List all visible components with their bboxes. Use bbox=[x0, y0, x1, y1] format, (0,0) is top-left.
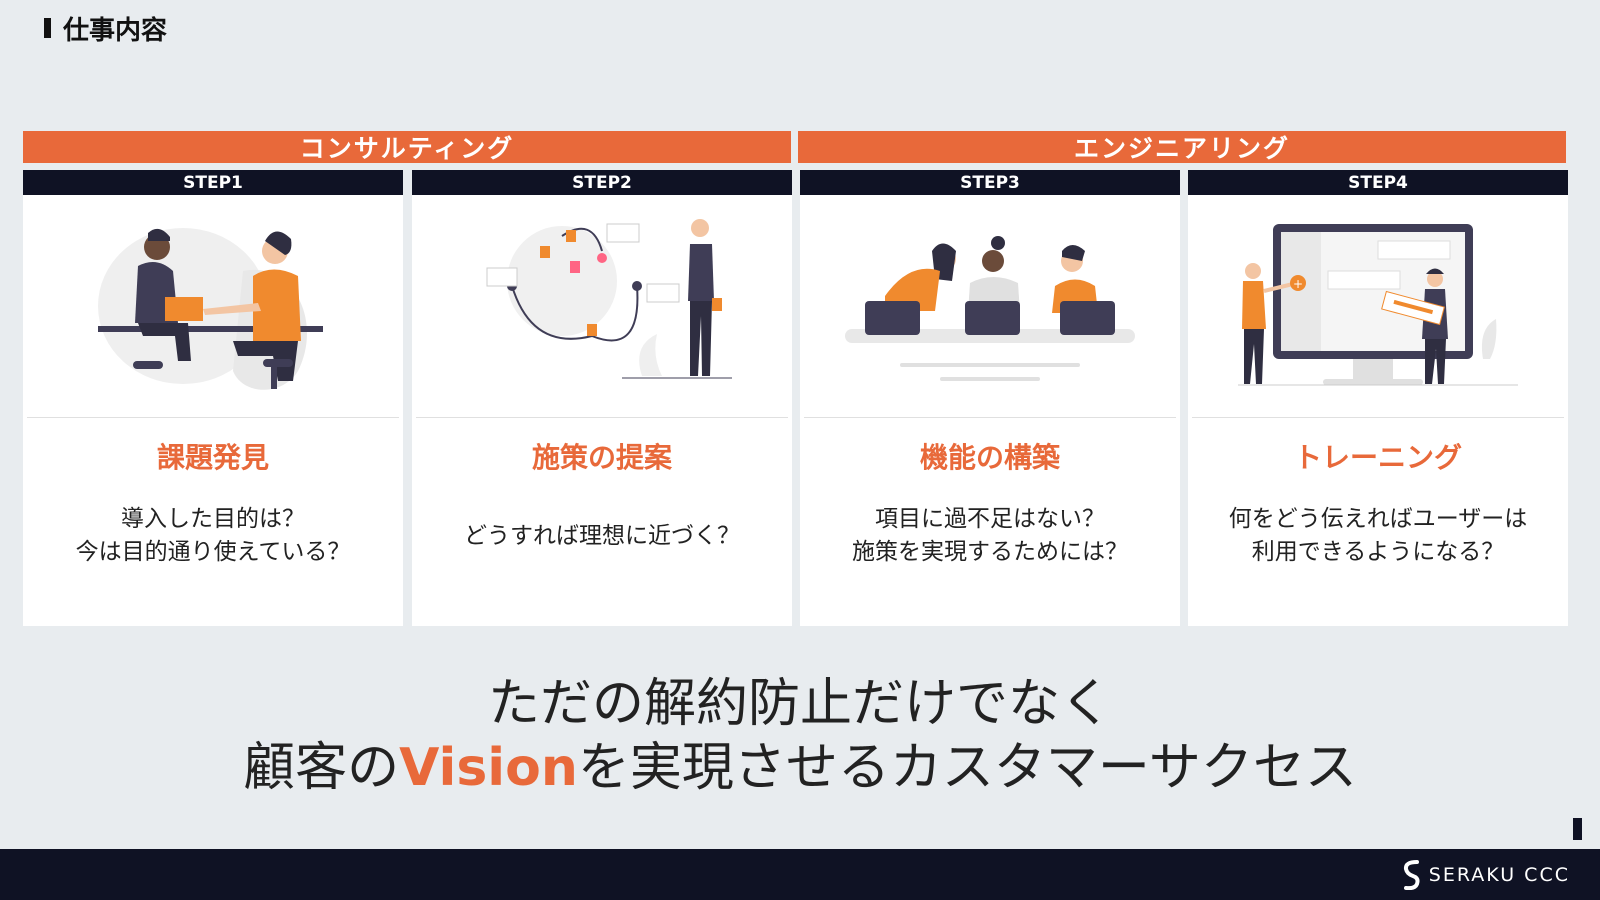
title-bar-marker bbox=[44, 18, 51, 38]
step-heading: トレーニング bbox=[1293, 441, 1462, 474]
tagline-prefix: 顧客の bbox=[243, 738, 400, 798]
step-heading: 施策の提案 bbox=[531, 441, 672, 474]
card-divider bbox=[1192, 417, 1564, 418]
logo-text: SERAKU CCC bbox=[1428, 863, 1570, 886]
step-description: 項目に過不足はない？ 施策を実現するためには？ bbox=[800, 488, 1180, 584]
description-line: 利用できるようになる？ bbox=[1251, 539, 1505, 565]
description-line: 今は目的通り使えている？ bbox=[75, 539, 351, 565]
handshake-illustration bbox=[23, 195, 403, 417]
tagline-suffix: を実現させるカスタマーサクセス bbox=[577, 738, 1357, 798]
step-label: STEP4 bbox=[1188, 170, 1568, 195]
tagline: ただの解約防止だけでなく 顧客のVisionを実現させるカスタマーサクセス bbox=[0, 672, 1600, 800]
description-line: 項目に過不足はない？ bbox=[875, 506, 1105, 532]
consulting-band: コンサルティング bbox=[23, 131, 791, 163]
description-line: 導入した目的は？ bbox=[121, 506, 305, 532]
description-line: どうすれば理想に近づく？ bbox=[464, 522, 740, 549]
step1-card: STEP1 課題発見 導入した目的は？ 今は目的通り使えている？ bbox=[23, 170, 403, 626]
tagline-accent: Vision bbox=[399, 738, 578, 798]
engineering-band: エンジニアリング bbox=[798, 131, 1566, 163]
step-label: STEP1 bbox=[23, 170, 403, 195]
step-description: どうすれば理想に近づく？ bbox=[412, 488, 792, 584]
svg-text:+: + bbox=[1293, 277, 1303, 291]
step2-card: STEP2 施策の提案 どうすれば理想に近づく？ bbox=[412, 170, 792, 626]
description-line: 何をどう伝えればユーザーは bbox=[1228, 506, 1528, 532]
description-line: 施策を実現するためには？ bbox=[852, 539, 1128, 565]
page-title: 仕事内容 bbox=[44, 10, 167, 46]
card-divider bbox=[416, 417, 788, 418]
card-divider bbox=[804, 417, 1176, 418]
monitor-training-illustration: + bbox=[1188, 195, 1568, 417]
step-label: STEP3 bbox=[800, 170, 1180, 195]
step-heading: 課題発見 bbox=[156, 441, 269, 474]
step-description: 導入した目的は？ 今は目的通り使えている？ bbox=[23, 488, 403, 584]
card-divider bbox=[27, 417, 399, 418]
tagline-line1: ただの解約防止だけでなく bbox=[487, 674, 1112, 734]
step4-card: STEP4 + トレーニング 何をどう伝えればユーザ bbox=[1188, 170, 1568, 626]
page-title-text: 仕事内容 bbox=[63, 15, 168, 46]
step-description: 何をどう伝えればユーザーは 利用できるようになる？ bbox=[1188, 488, 1568, 584]
step3-card: STEP3 機能の構築 項目に過不足はない？ 施策を実現するためには？ bbox=[800, 170, 1180, 626]
footer: SERAKU CCC bbox=[0, 849, 1600, 900]
step-heading: 機能の構築 bbox=[919, 441, 1060, 474]
company-logo: SERAKU CCC bbox=[1403, 849, 1570, 900]
seraku-logo-icon bbox=[1403, 859, 1420, 890]
tagline-line2: 顧客のVisionを実現させるカスタマーサクセス bbox=[0, 736, 1600, 800]
step-label: STEP2 bbox=[412, 170, 792, 195]
corner-mark bbox=[1573, 818, 1582, 840]
team-laptops-illustration bbox=[800, 195, 1180, 417]
proposal-flow-illustration bbox=[412, 195, 792, 417]
